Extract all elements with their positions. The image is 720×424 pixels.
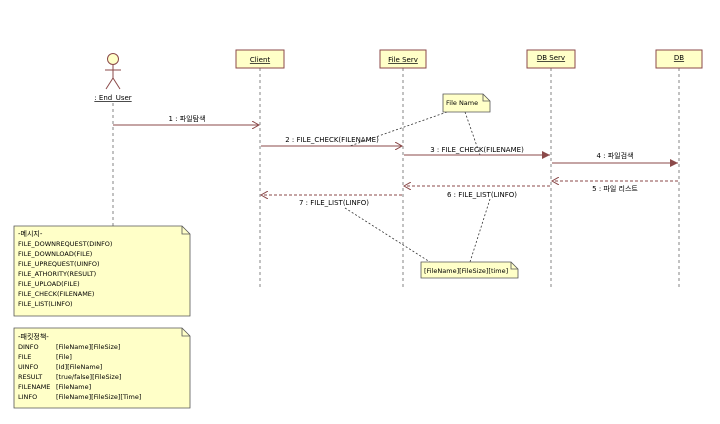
note-file-name: File Name	[349, 93, 491, 156]
message-def-line: FILE_CHECK(FILENAME)	[18, 290, 94, 298]
participant-label: Client	[250, 56, 271, 64]
packet-name: LINFO	[18, 393, 37, 401]
note-shape	[13, 327, 191, 409]
note-shape	[13, 225, 191, 317]
participant-box	[235, 49, 285, 69]
actor-left-leg	[105, 77, 114, 90]
message-def-line: FILE_UPREQUEST(UINFO)	[18, 260, 99, 268]
participant-label: DB Serv	[537, 54, 565, 62]
note-text: File Name	[446, 99, 478, 107]
packet-value: [FileName][FileSize][Time]	[56, 393, 141, 401]
packet-value: [FileName][FileSize]	[56, 343, 120, 351]
actor-head	[107, 53, 119, 65]
packet-value: [File]	[56, 353, 72, 361]
packet-name: FILE	[18, 353, 31, 361]
message-5: 5 : 파일 리스트	[552, 181, 678, 193]
message-def-line: FILE_ATHORITY(RESULT)	[18, 270, 96, 278]
actor-label: : End_User	[94, 94, 131, 102]
message-def-line: FILE_LIST(LINFO)	[18, 300, 73, 308]
actor-end-user: : End_User	[94, 53, 132, 102]
message-label: 7 : FILE_LIST(LINFO)	[299, 199, 369, 207]
participant-label: File Serv	[388, 56, 418, 64]
participant-box	[379, 49, 427, 69]
participant-label: DB	[674, 54, 684, 62]
packet-name: DINFO	[18, 343, 39, 351]
note-title: -패킷정책-	[18, 332, 49, 341]
message-2: 2 : FILE_CHECK(FILENAME)	[261, 136, 402, 146]
message-3: 3 : FILE_CHECK(FILENAME)	[404, 146, 550, 159]
note-text: [FileName][FileSize][time]	[424, 267, 508, 275]
note-messages: -메시지- FILE_DOWNREQUEST(DINFO) FILE_DOWNL…	[13, 225, 191, 317]
note-connector	[349, 111, 448, 147]
note-fold	[181, 328, 190, 337]
message-7: 7 : FILE_LIST(LINFO)	[261, 195, 402, 207]
message-label: 4 : 파일검색	[596, 151, 633, 160]
message-label: 3 : FILE_CHECK(FILENAME)	[430, 146, 524, 154]
participant-db-serv: DB Serv	[526, 49, 576, 69]
participant-box	[655, 49, 703, 69]
message-label: 2 : FILE_CHECK(FILENAME)	[285, 136, 379, 144]
note-file-list: [FileName][FileSize][time]	[344, 198, 519, 279]
packet-value: [Id][FileName]	[56, 363, 102, 371]
message-def-line: FILE_DOWNLOAD(FILE)	[18, 250, 92, 258]
packet-name: FILENAME	[18, 383, 50, 391]
message-def-line: FILE_UPLOAD(FILE)	[18, 280, 80, 288]
note-packets: -패킷정책- DINFO [FileName][FileSize] FILE […	[13, 327, 191, 409]
note-connector	[469, 198, 491, 263]
note-shape	[420, 261, 519, 279]
participant-file-serv: File Serv	[379, 49, 427, 69]
message-label: 6 : FILE_LIST(LINFO)	[447, 191, 517, 199]
note-shape	[442, 93, 491, 113]
packet-name: UINFO	[18, 363, 38, 371]
note-fold	[510, 262, 518, 270]
packet-name: RESULT	[18, 373, 42, 381]
note-title: -메시지-	[18, 229, 43, 238]
note-connector	[464, 111, 481, 156]
message-6: 6 : FILE_LIST(LINFO)	[404, 186, 550, 199]
message-label: 5 : 파일 리스트	[592, 184, 638, 193]
message-def-line: FILE_DOWNREQUEST(DINFO)	[18, 240, 112, 248]
note-connector	[344, 207, 431, 263]
note-fold	[482, 94, 490, 102]
note-fold	[181, 226, 190, 235]
packet-value: [true/false][FileSize]	[56, 373, 121, 381]
participant-client: Client	[235, 49, 285, 69]
message-4: 4 : 파일검색	[552, 151, 678, 167]
packet-value: [FileName]	[56, 383, 91, 391]
participant-db: DB	[655, 49, 703, 69]
participant-box	[526, 49, 576, 69]
message-1: 1 : 파일탐색	[113, 114, 259, 125]
actor-right-leg	[112, 77, 121, 90]
message-label: 1 : 파일탐색	[168, 114, 205, 123]
